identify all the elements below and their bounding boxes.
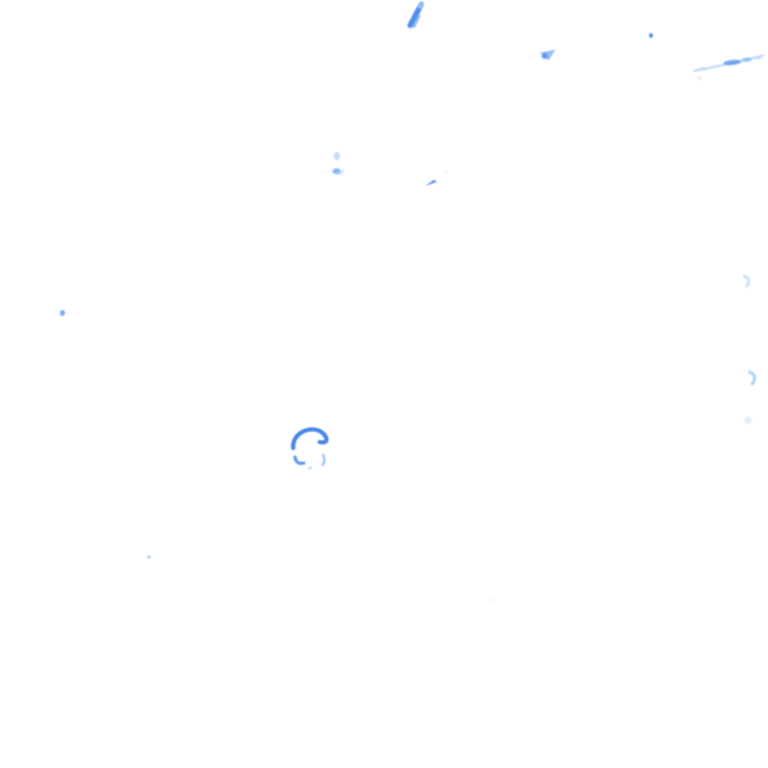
mark-speck-lower-center [491,597,495,603]
mark-speck-center-top [444,170,448,174]
mark-blob-upper-left-center [332,151,344,175]
mark-dot-top-right [649,33,653,38]
mark-speck-right-edge [697,76,702,80]
mark-speck-right-lower [744,417,752,424]
mark-flick-right-mid [742,274,751,288]
mark-ring-center [291,427,329,470]
mark-streak-top-right-edge [693,54,765,72]
mark-dot-left-mid [60,310,65,316]
mark-dot-lower-left [147,555,151,559]
mark-diagonal-dash-top [407,1,425,29]
mark-wedge-top-center [539,49,556,61]
mark-flick-right-lower [748,370,757,386]
mark-arrow-center-top [425,179,437,186]
